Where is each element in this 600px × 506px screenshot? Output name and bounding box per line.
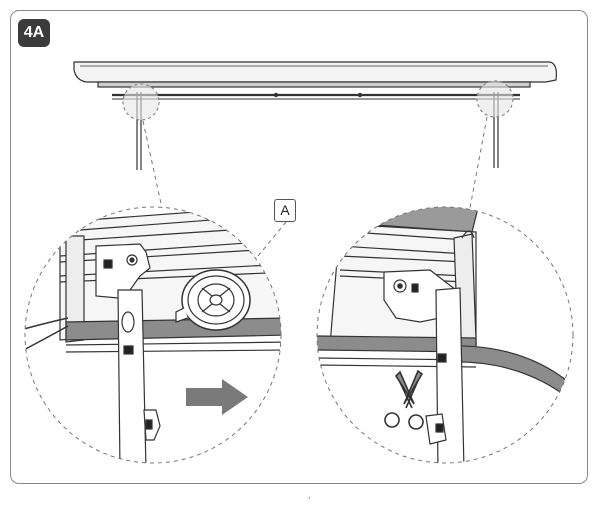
left-detail-view <box>25 207 281 463</box>
arrow-right-icon <box>186 379 248 415</box>
scissors-icon <box>384 369 424 430</box>
page-marker: ' <box>309 497 311 504</box>
right-detail-circle <box>316 206 574 464</box>
callout-label-a: A <box>274 199 296 222</box>
awning-overview <box>73 61 557 170</box>
left-detail-circle <box>24 206 282 464</box>
step-number-badge: 4A <box>18 19 50 47</box>
right-detail-view <box>317 207 573 463</box>
detail-leader-lines <box>142 116 488 257</box>
tape-reel-icon <box>175 269 251 331</box>
